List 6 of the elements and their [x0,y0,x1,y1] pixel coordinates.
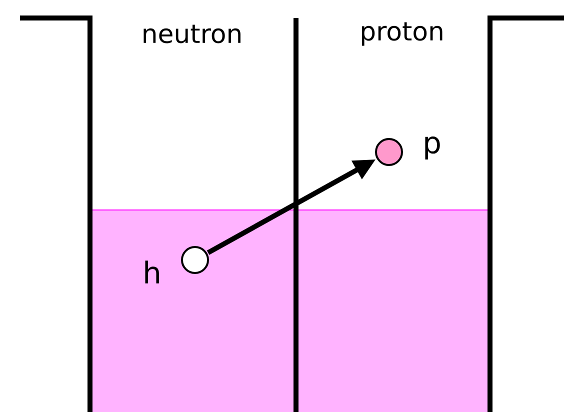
column-label: proton [362,22,442,46]
particle-circle [181,246,209,274]
particle-circle [375,138,403,166]
particle-label: p [425,136,440,160]
particle-label: h [145,260,159,284]
column-label: neutron [144,24,240,44]
